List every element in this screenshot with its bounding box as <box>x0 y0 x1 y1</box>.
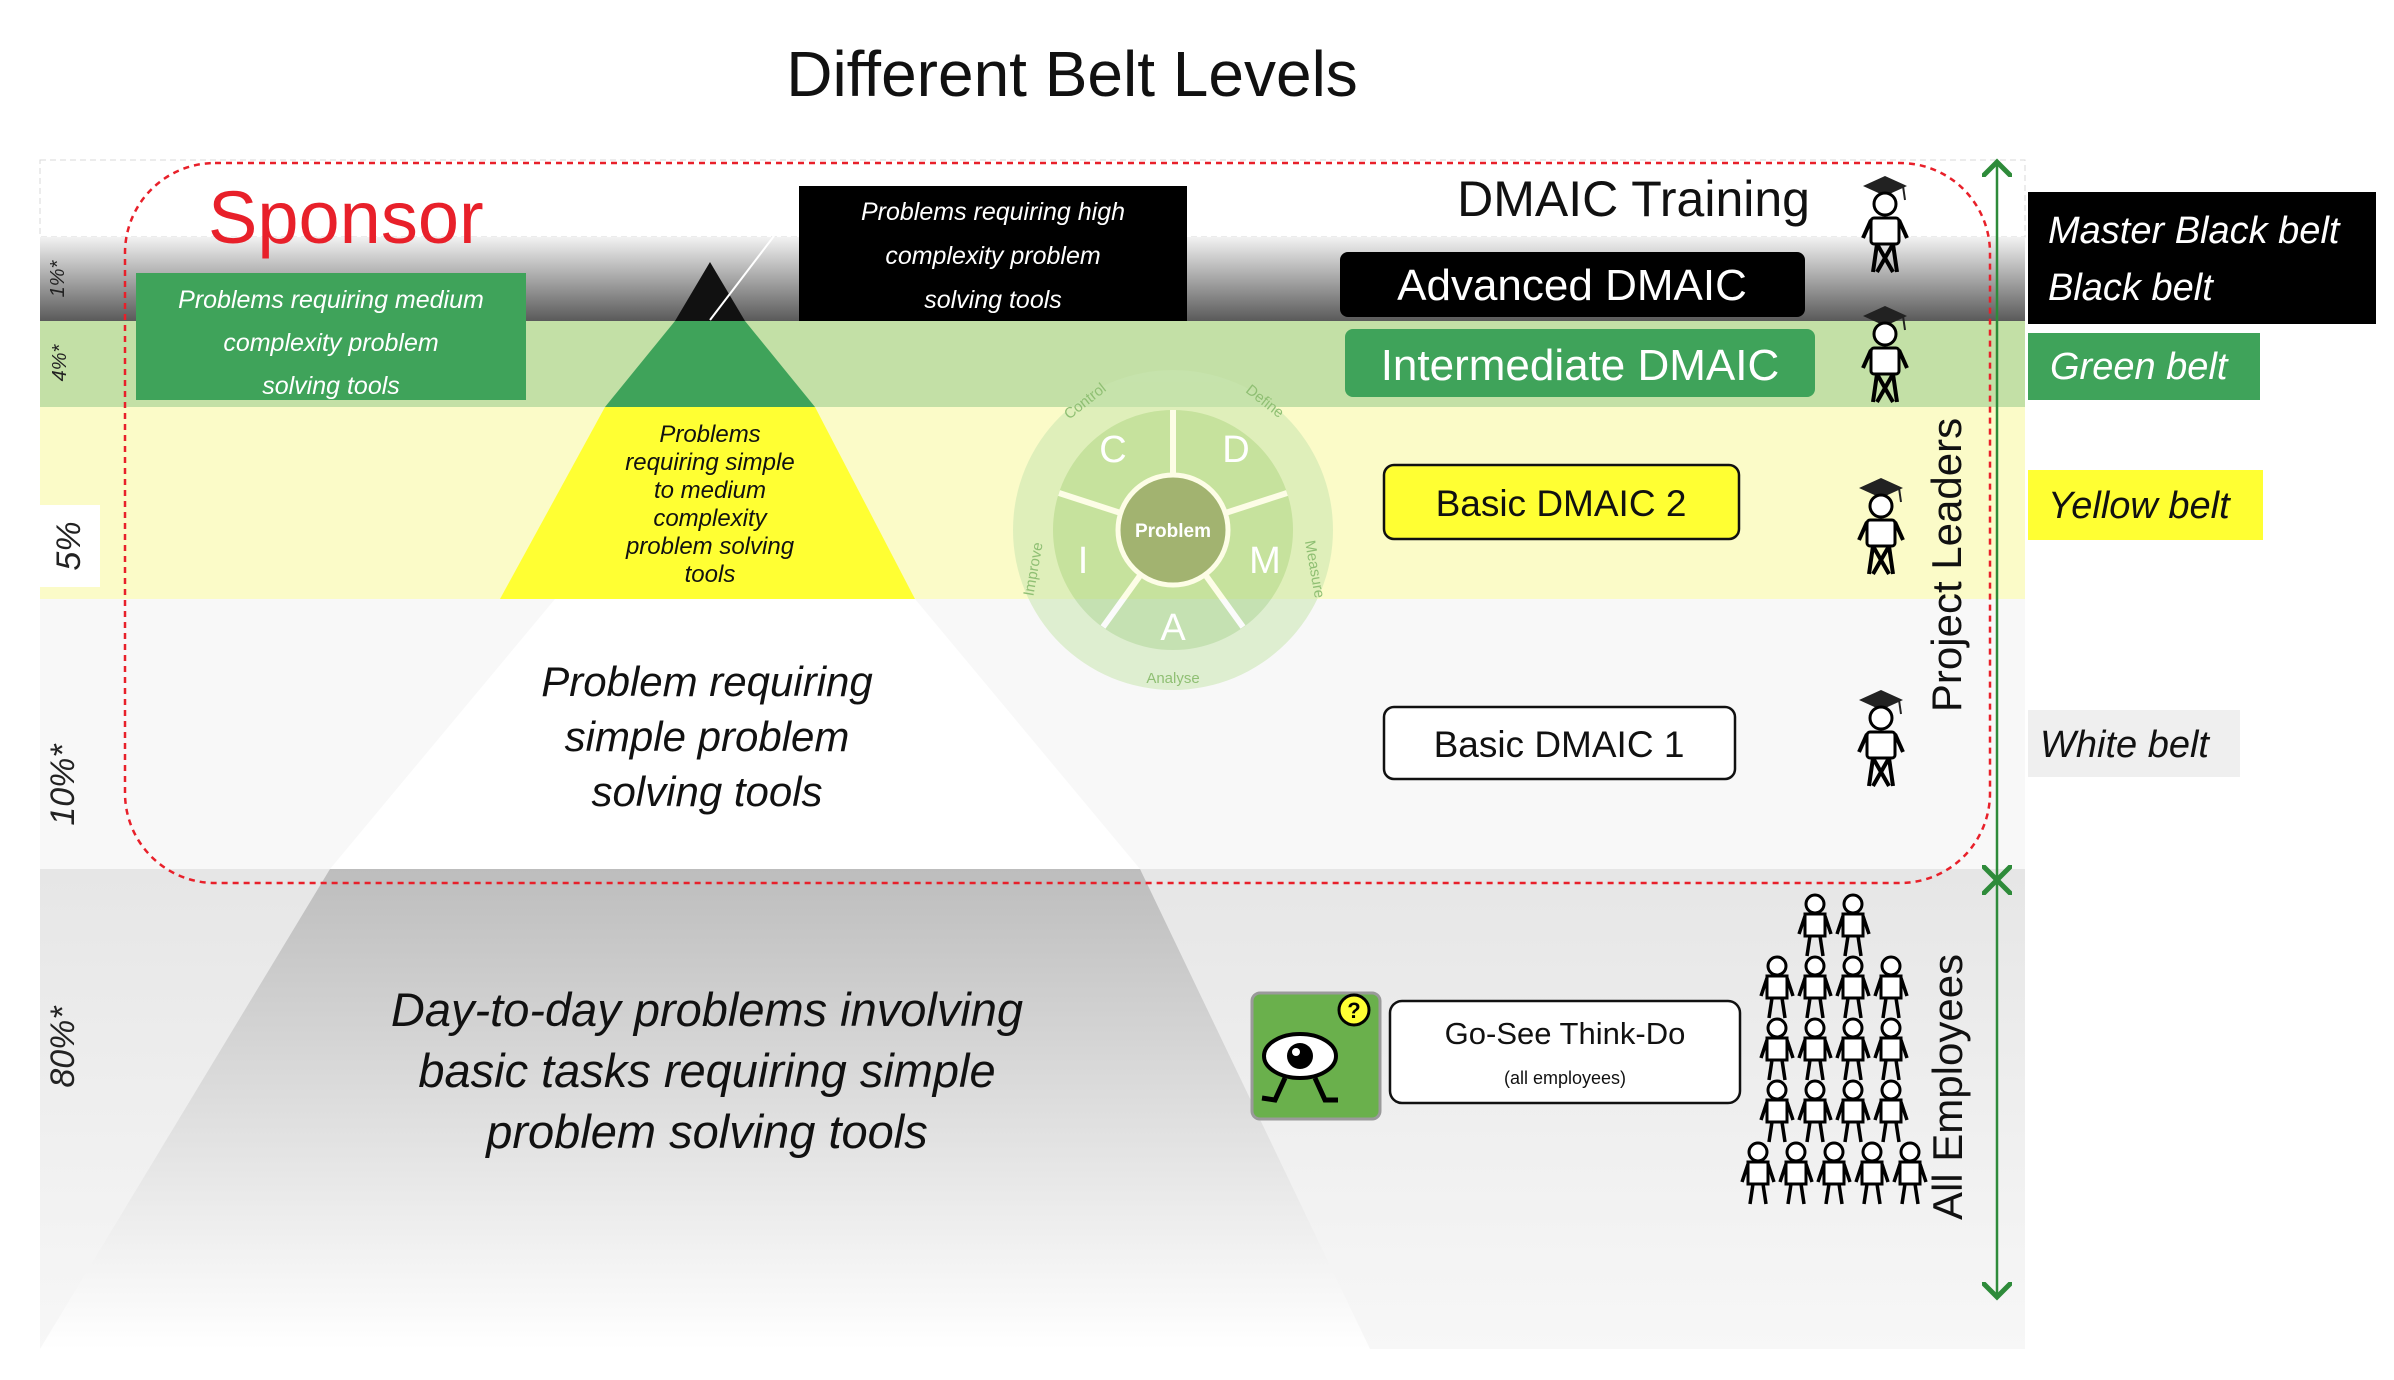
pyramid-base <box>40 869 1370 1349</box>
yellow-belt-label: Yellow belt <box>2048 485 2231 527</box>
percent-yellow: 5% <box>50 521 88 570</box>
simple-medium-line: problem solving <box>625 533 795 560</box>
black-belt-label: Black belt <box>2048 267 2214 309</box>
go-see-eye-icon: ? <box>1250 991 1382 1121</box>
intermediate-dmaic-label: Intermediate DMAIC <box>1381 341 1780 390</box>
day-to-day-text: Day-to-day problems involving basic tasks… <box>391 983 1023 1158</box>
green-belt-box <box>2028 333 2260 400</box>
yellow-belt-box <box>2028 470 2263 540</box>
wheel-letter-m: M <box>1249 540 1281 582</box>
sponsor-label: Sponsor <box>208 176 484 259</box>
white-belt-box <box>2028 710 2240 777</box>
basic-dmaic-2-label: Basic DMAIC 2 <box>1436 483 1687 524</box>
sponsor-boundary <box>123 161 1992 885</box>
pyramid-yellow-tier <box>500 407 915 599</box>
svg-text:?: ? <box>1347 998 1360 1023</box>
advanced-dmaic-label: Advanced DMAIC <box>1397 261 1747 310</box>
wheel-center-label: Problem <box>1135 521 1211 542</box>
simple-medium-line: complexity <box>653 505 768 532</box>
basic-dmaic-2-box <box>1382 463 1741 541</box>
diagram-title: Different Belt Levels <box>786 38 1358 110</box>
all-employees-label: All Employees <box>1924 954 1971 1220</box>
medium-complexity-line: complexity problem <box>223 329 438 357</box>
medium-complexity-line: solving tools <box>262 372 400 400</box>
black-belt-box <box>2028 192 2376 324</box>
simple-line: Problem requiring <box>541 658 873 705</box>
dmaic-training-label: DMAIC Training <box>1457 171 1810 227</box>
pyramid-white-tier <box>330 599 1140 869</box>
simple-medium-line: tools <box>685 561 736 588</box>
green-belt-label: Green belt <box>2050 346 2229 388</box>
master-black-belt-label: Master Black belt <box>2048 210 2341 252</box>
medium-complexity-text: Problems requiring medium complexity prob… <box>178 286 484 400</box>
wheel-letter-c: C <box>1099 429 1126 471</box>
percent-top: 1%* <box>47 259 69 297</box>
day-to-day-line: basic tasks requiring simple <box>418 1044 995 1097</box>
wheel-letter-a: A <box>1160 607 1186 649</box>
white-belt-label: White belt <box>2040 724 2210 766</box>
high-complexity-box <box>799 186 1187 321</box>
basic-dmaic-1-label: Basic DMAIC 1 <box>1434 724 1685 765</box>
pyramid-black-tip <box>675 262 745 321</box>
dmaic-wheel <box>1013 370 1333 690</box>
day-to-day-line: problem solving tools <box>484 1105 928 1158</box>
go-see-label: Go-See Think-Do <box>1445 1016 1686 1051</box>
wheel-letter-i: I <box>1078 540 1089 582</box>
high-complexity-line: solving tools <box>924 286 1062 314</box>
pyramid-green-tier <box>605 321 815 407</box>
project-leaders-label: Project Leaders <box>1923 418 1970 712</box>
percent-bottom: 80%* <box>44 1005 82 1088</box>
go-see-box <box>1388 999 1742 1105</box>
wheel-letter-d: D <box>1222 429 1249 471</box>
high-complexity-line: complexity problem <box>885 242 1100 270</box>
wheel-ring-analyse: Analyse <box>1146 670 1199 687</box>
simple-medium-line: to medium <box>654 477 766 504</box>
high-complexity-text: Problems requiring high complexity proble… <box>861 198 1125 314</box>
high-complexity-line: Problems requiring high <box>861 198 1125 226</box>
advanced-dmaic-box <box>1340 252 1805 317</box>
simple-medium-line: Problems <box>659 421 760 448</box>
percent-green: 4%* <box>49 343 71 381</box>
percent-yellow-bg <box>32 505 100 587</box>
pointer-line <box>709 214 791 321</box>
simple-text: Problem requiring simple problem solving t… <box>541 658 873 815</box>
medium-complexity-box <box>136 273 526 400</box>
day-to-day-line: Day-to-day problems involving <box>391 983 1023 1036</box>
simple-line: simple problem <box>565 713 850 760</box>
basic-dmaic-1-box <box>1382 705 1737 781</box>
go-see-sublabel: (all employees) <box>1504 1068 1626 1088</box>
medium-complexity-line: Problems requiring medium <box>178 286 484 314</box>
percent-white: 10%* <box>44 743 82 826</box>
simple-line: solving tools <box>591 768 822 815</box>
simple-medium-line: requiring simple <box>625 449 794 476</box>
intermediate-dmaic-box <box>1345 329 1815 397</box>
